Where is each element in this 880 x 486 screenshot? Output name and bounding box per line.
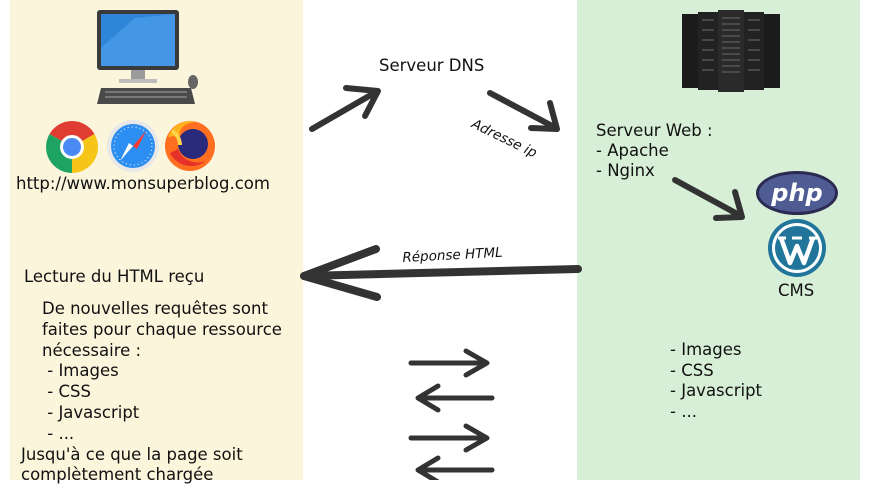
web-server-item-nginx: - Nginx xyxy=(596,161,655,180)
server-resource-item: - CSS xyxy=(670,361,714,380)
web-server-item-apache: - Apache xyxy=(596,141,669,160)
cms-label: CMS xyxy=(778,281,815,300)
dns-server-label: Serveur DNS xyxy=(379,56,485,75)
response-arrow-2 xyxy=(415,455,495,480)
requests-text-line: De nouvelles requêtes sont xyxy=(42,299,268,318)
requests-text-line: faites pour chaque ressource xyxy=(42,320,282,339)
server-resource-item: - Images xyxy=(670,340,742,359)
arrow-to-dns xyxy=(309,85,381,132)
response-arrow-1 xyxy=(415,383,495,413)
url-label: http://www.monsuperblog.com xyxy=(16,174,270,193)
until-text-line: Jusqu'à ce que la page soit xyxy=(21,445,243,464)
chrome-icon xyxy=(46,121,98,173)
svg-text:php: php xyxy=(770,179,822,207)
php-logo-icon: php xyxy=(756,171,838,215)
server-resource-item: - ... xyxy=(670,402,697,421)
requests-text-line: nécessaire : xyxy=(42,341,142,360)
safari-icon xyxy=(107,120,159,172)
firefox-icon xyxy=(165,121,215,171)
client-resource-item: - ... xyxy=(42,424,75,443)
web-server-title: Serveur Web : xyxy=(596,121,713,140)
arrow-response-html xyxy=(300,245,582,301)
desktop-computer-icon xyxy=(97,10,198,104)
arrow-to-cms xyxy=(672,177,745,221)
wordpress-icon xyxy=(768,219,826,277)
client-resource-item: - Images xyxy=(42,361,119,380)
request-arrow-1 xyxy=(408,348,490,378)
reading-label: Lecture du HTML reçu xyxy=(24,267,205,286)
arrow-dns-to-server xyxy=(487,90,560,132)
client-resource-item: - CSS xyxy=(42,382,91,401)
until-text-line: complètement chargée xyxy=(21,465,214,484)
client-resource-item: - Javascript xyxy=(42,403,140,422)
request-arrow-2 xyxy=(408,423,490,453)
server-resource-item: - Javascript xyxy=(670,381,763,400)
server-rack-icon xyxy=(682,10,780,92)
